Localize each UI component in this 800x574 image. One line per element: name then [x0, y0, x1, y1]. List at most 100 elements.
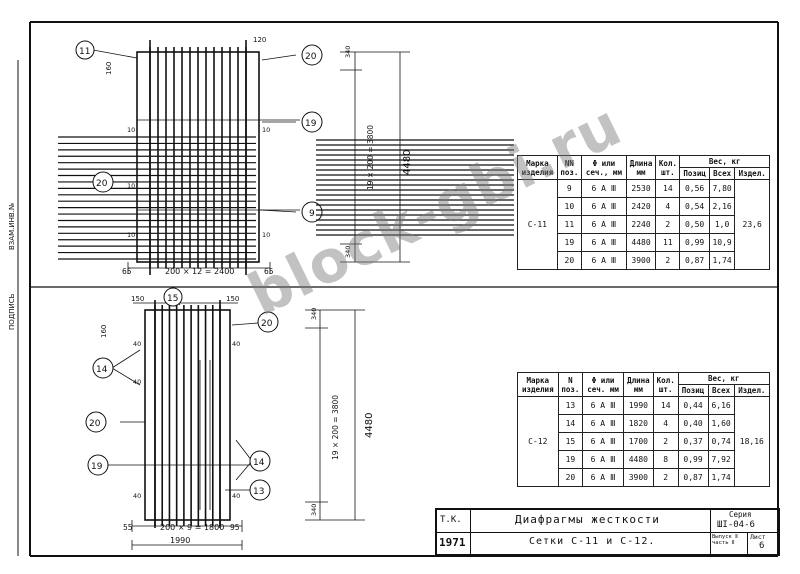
sheet-label: Лист [750, 533, 766, 541]
callout-c11-11 [75, 40, 95, 60]
mesh-c12-dims [108, 299, 365, 550]
tick-c11-2: 10 [127, 182, 135, 190]
th-wpos: Позиц [679, 167, 710, 180]
tick-c12-5: 40 [232, 492, 240, 500]
svg-text:15: 15 [167, 294, 178, 304]
svg-text:14: 14 [96, 365, 108, 375]
cell-mark: С-12 [517, 396, 559, 487]
cell-dia: 6 А Ⅲ [580, 233, 627, 252]
cell-len: 4480 [622, 450, 654, 469]
svg-text:20: 20 [305, 52, 317, 62]
cell-qty: 2 [652, 432, 679, 451]
th-qty: Кол.шт. [655, 155, 681, 180]
cell-wpos: 0,54 [679, 197, 710, 216]
issue-label: Выпуск Ⅱ часть Ⅱ [712, 534, 738, 546]
cell-qty: 11 [655, 233, 681, 252]
cell-wall: 2,16 [708, 197, 736, 216]
title-block: Т.К. 1971 Диафрагмы жесткости Сетки С-11… [435, 508, 780, 556]
tick-c11-4: 10 [262, 126, 270, 134]
mesh-c11-dims [92, 49, 410, 274]
cell-dia: 6 А Ⅲ [580, 197, 627, 216]
cell-wpos: 0,40 [677, 414, 709, 433]
dim-c12-vert-chain: 19 × 200 = 3800 [331, 395, 340, 460]
dim-c12-bottom-span: 200 × 9 = 1800 [160, 523, 224, 532]
drawing-number: 1971 [439, 536, 466, 549]
side-label-replace: ВЗАМ.ИНВ.№ [8, 203, 16, 250]
cell-wpos: 0,50 [679, 215, 710, 234]
svg-text:19: 19 [305, 119, 317, 129]
cell-wall: 7,92 [707, 450, 735, 469]
th-wall: Всех [708, 167, 736, 180]
dim-c12-bottom-right: 95 [230, 523, 240, 532]
callout-c12-14a [92, 357, 114, 379]
cell-wpos: 0,87 [677, 468, 709, 487]
cell-qty: 4 [655, 197, 681, 216]
cell-len: 1820 [622, 414, 654, 433]
cell-qty: 2 [655, 251, 681, 270]
cell-wpos: 0,56 [679, 179, 710, 198]
cell-qty: 4 [652, 414, 679, 433]
th-weight: Вес, кг [679, 155, 770, 168]
th-qty: Кол.шт. [652, 372, 679, 397]
cell-pos: 20 [556, 251, 582, 270]
svg-text:20: 20 [96, 179, 108, 189]
dim-c11-vert-chain: 19 × 200 = 3800 [366, 125, 375, 190]
callout-c11-20b [92, 171, 114, 193]
dim-c11-vert-top: 340 [344, 46, 352, 58]
th-weight: Вес, кг [677, 372, 771, 385]
cell-wpos: 0,99 [677, 450, 709, 469]
callout-c11-9 [301, 201, 323, 223]
cell-qty: 14 [652, 396, 679, 415]
cell-dia: 6 А Ⅲ [582, 450, 624, 469]
callout-c12-15 [163, 287, 183, 307]
dim-c12-vert-bottom: 340 [310, 504, 318, 516]
mesh-c12 [120, 139, 514, 528]
cell-qty: 14 [655, 179, 681, 198]
dim-c12-vert-top: 340 [310, 308, 318, 320]
svg-text:20: 20 [89, 419, 101, 429]
tick-c11-5: 10 [262, 231, 270, 239]
cell-qty: 2 [652, 468, 679, 487]
series-code: ШI-04-6 [717, 520, 755, 530]
cell-pos: 11 [556, 215, 582, 234]
cell-wpos: 0,44 [677, 396, 709, 415]
tick-c12-3: 40 [133, 492, 141, 500]
cell-len: 1990 [622, 396, 654, 415]
dim-c12-left-top: 160 [100, 325, 108, 338]
svg-text:14: 14 [253, 458, 265, 468]
th-wall: Всех [707, 384, 735, 397]
cell-wall: 1,0 [708, 215, 736, 234]
cell-len: 3900 [625, 251, 657, 270]
cell-dia: 6 А Ⅲ [580, 251, 627, 270]
svg-text:19: 19 [91, 462, 103, 472]
cell-mark: С-11 [517, 179, 558, 270]
tk-label: Т.К. [440, 515, 462, 525]
side-label-signature: ПОДПИСЬ [8, 293, 16, 330]
cell-wall: 10,9 [708, 233, 736, 252]
cell-len: 3900 [622, 468, 654, 487]
cell-len: 4480 [625, 233, 657, 252]
cell-dia: 6 А Ⅲ [582, 396, 624, 415]
th-wpos: Позиц [677, 384, 709, 397]
cell-qty: 8 [652, 450, 679, 469]
cell-qty: 2 [655, 215, 681, 234]
cell-len: 2240 [625, 215, 657, 234]
cell-item-weight: 18,16 [733, 396, 771, 487]
cell-wall: 0,74 [707, 432, 735, 451]
cell-dia: 6 А Ⅲ [580, 179, 627, 198]
cell-wall: 1,74 [708, 251, 736, 270]
dim-c12-top-left: 150 [131, 295, 144, 303]
cell-wpos: 0,87 [679, 251, 710, 270]
cell-dia: 6 А Ⅲ [582, 414, 624, 433]
cell-len: 1700 [622, 432, 654, 451]
svg-text:20: 20 [261, 319, 273, 329]
dim-c11-bottom-left: 65 [122, 267, 132, 276]
